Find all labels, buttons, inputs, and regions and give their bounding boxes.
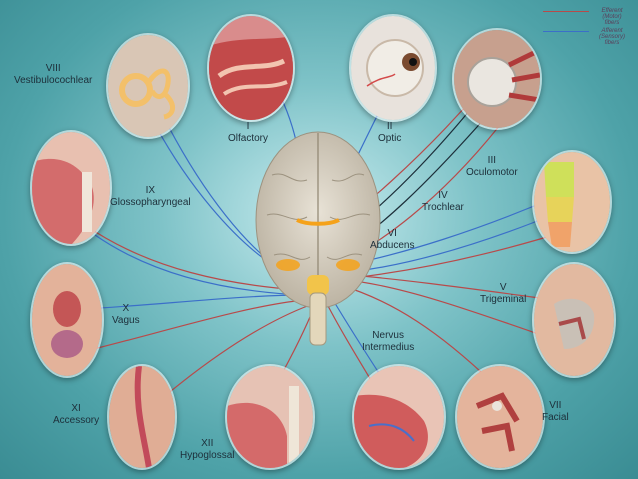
- legend-afferent: Afferent (Sensory) fibers: [543, 28, 632, 46]
- numeral-vii: VII: [549, 400, 562, 411]
- brain-illustration: [255, 131, 381, 346]
- name-trigeminal: Trigeminal: [480, 294, 527, 305]
- inner-ear-image: [108, 35, 188, 137]
- face-dermatome-image: [534, 152, 610, 252]
- efferent-label: Efferent (Motor): [601, 8, 623, 20]
- face-muscles-image: [534, 264, 614, 376]
- eye-image: [351, 16, 435, 120]
- fiber-glosso-2: [94, 234, 303, 296]
- intermedius-line2: Intermedius: [362, 342, 415, 353]
- fiber-trigeminal-2: [349, 209, 566, 273]
- name-facial: Facial: [542, 412, 569, 423]
- afferent-swatch: [543, 31, 589, 32]
- label-optic: II Optic: [378, 121, 401, 145]
- name-vagus: Vagus: [112, 315, 140, 326]
- label-accessory: XI Accessory: [53, 403, 99, 427]
- legend: Efferent (Motor) fibers Afferent (Sensor…: [543, 8, 632, 48]
- eye-muscles-image: [454, 30, 540, 128]
- afferent-label: Afferent (Sensory): [598, 28, 625, 40]
- label-oculomotor: III Oculomotor: [466, 155, 518, 179]
- vagus-vignette: [30, 262, 104, 378]
- label-nervus-intermedius: Nervus Intermedius: [362, 330, 414, 354]
- label-vestibulocochlear: VIII Vestibulocochlear: [14, 63, 92, 87]
- fiber-trigeminal-3: [351, 229, 571, 279]
- facial-muscles-image: [457, 366, 543, 468]
- afferent-sub: fibers: [604, 40, 620, 46]
- label-hypoglossal: XII Hypoglossal: [180, 438, 234, 462]
- name-glossopharyngeal: Glossopharyngeal: [110, 197, 191, 208]
- name-vestibulocochlear: Vestibulocochlear: [14, 75, 93, 86]
- efferent-swatch: [543, 11, 589, 12]
- torso-organs-image: [32, 264, 102, 376]
- label-glossopharyngeal: IX Glossopharyngeal: [110, 185, 191, 209]
- intermedius-line1: Nervus: [372, 330, 404, 341]
- legend-efferent: Efferent (Motor) fibers: [543, 8, 632, 26]
- label-trigeminal: V Trigeminal: [480, 282, 526, 306]
- numeral-xi: XI: [71, 403, 81, 414]
- numeral-iii: III: [487, 155, 497, 166]
- fiber-trigeminal-4: [349, 274, 556, 301]
- label-abducens: VI Abducens: [370, 228, 414, 252]
- numeral-viii: VIII: [45, 63, 61, 74]
- nervus-intermedius-vignette: [352, 364, 446, 470]
- tongue-image: [227, 366, 313, 468]
- numeral-x: X: [122, 303, 130, 314]
- name-hypoglossal: Hypoglossal: [180, 450, 235, 461]
- label-olfactory: I Olfactory: [228, 121, 268, 145]
- name-trochlear: Trochlear: [422, 202, 464, 213]
- name-accessory: Accessory: [53, 415, 100, 426]
- nasal-cavity-image: [209, 16, 293, 120]
- name-olfactory: Olfactory: [228, 133, 269, 144]
- numeral-xii: XII: [201, 438, 214, 449]
- throat-cross-section-image: [32, 132, 110, 244]
- name-oculomotor: Oculomotor: [466, 167, 518, 178]
- hypoglossal-vignette: [225, 364, 315, 470]
- facial-vignette: [455, 364, 545, 470]
- oral-cavity-image: [354, 366, 444, 468]
- numeral-iv: IV: [438, 190, 448, 201]
- fiber-accessory: [159, 304, 311, 401]
- trigeminal-vignette-bottom: [532, 262, 616, 378]
- label-facial: VII Facial: [542, 400, 569, 424]
- efferent-sub: fibers: [604, 20, 620, 26]
- numeral-v: V: [499, 282, 507, 293]
- olfactory-vignette: [207, 14, 295, 122]
- oculomotor-vignette: [452, 28, 542, 130]
- numeral-vi: VI: [387, 228, 397, 239]
- label-trochlear: IV Trochlear: [422, 190, 464, 214]
- numeral-ix: IX: [145, 185, 156, 196]
- numeral-i: I: [246, 121, 250, 132]
- trigeminal-vignette-top: [532, 150, 612, 254]
- fiber-glosso-1: [84, 224, 301, 291]
- fiber-vagus-2: [89, 299, 306, 351]
- neck-muscle-image: [109, 366, 175, 468]
- numeral-ii: II: [386, 121, 393, 132]
- glossopharyngeal-vignette: [30, 130, 112, 246]
- name-abducens: Abducens: [370, 240, 415, 251]
- name-optic: Optic: [378, 133, 402, 144]
- label-vagus: X Vagus: [112, 303, 140, 327]
- accessory-vignette: [107, 364, 177, 470]
- vestibulocochlear-vignette: [106, 33, 190, 139]
- optic-vignette: [349, 14, 437, 122]
